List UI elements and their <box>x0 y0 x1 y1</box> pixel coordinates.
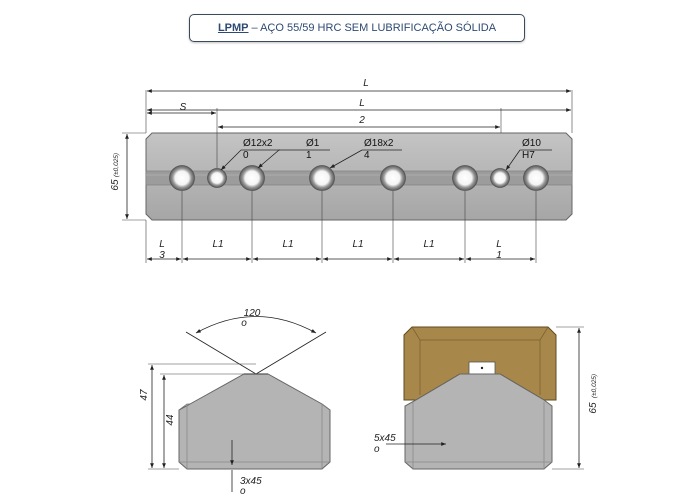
dim-2: 2 <box>358 115 365 126</box>
dim-L-right-top: L <box>496 239 502 250</box>
dim-height-right: 65 <box>588 402 599 414</box>
dim-L1: L1 <box>423 239 434 250</box>
dim-L3-bottom: 3 <box>159 250 165 261</box>
svg-text:Ø1: Ø1 <box>306 138 320 149</box>
hole <box>380 165 406 191</box>
dim-L-overall: L <box>363 78 369 89</box>
callout-hole-18: Ø18x2 4 <box>329 138 402 169</box>
hole <box>452 165 478 191</box>
title-box: LPMP – AÇO 55/59 HRC SEM LUBRIFICAÇÃO SÓ… <box>189 14 525 42</box>
dim-47: 47 <box>139 389 150 401</box>
chamfer-5x45: 5x45 <box>374 433 396 444</box>
hole <box>239 165 265 191</box>
side-view-right: 5x45 o 65 (±0,025) <box>374 326 599 470</box>
callout-hole-1: Ø1 1 <box>257 138 330 169</box>
title-code: LPMP <box>217 22 249 34</box>
dim-height-right-tol: (±0,025) <box>591 374 598 398</box>
chamfer-unit: o <box>374 444 380 455</box>
hole-small <box>490 168 510 188</box>
dim-L-inner: L <box>359 98 365 109</box>
chamfer-3x45: 3x45 <box>240 476 262 487</box>
hole-small <box>207 168 227 188</box>
svg-text:0: 0 <box>243 150 249 161</box>
profile-body <box>178 373 331 470</box>
angle-value: 120 <box>244 308 261 319</box>
title-text: – AÇO 55/59 HRC SEM LUBRIFICAÇÃO SÓLIDA <box>251 22 497 34</box>
chamfer-unit: o <box>240 486 246 497</box>
hole <box>309 165 335 191</box>
dim-L1: L1 <box>352 239 363 250</box>
callout-hole-12: Ø12x2 0 <box>220 138 280 171</box>
dim-L1: L1 <box>282 239 293 250</box>
hole <box>169 165 195 191</box>
svg-text:H7: H7 <box>522 150 535 161</box>
svg-text:1: 1 <box>306 150 312 161</box>
svg-text:Ø12x2: Ø12x2 <box>243 138 273 149</box>
dim-44: 44 <box>165 414 176 426</box>
top-view: L L S 2 65 (±0,025) Ø12x2 0 Ø1 1 <box>110 78 573 263</box>
svg-text:Ø18x2: Ø18x2 <box>364 138 394 149</box>
svg-text:4: 4 <box>364 150 370 161</box>
dim-L1: L1 <box>212 239 223 250</box>
dim-height: 65 <box>110 179 121 191</box>
hole <box>523 165 549 191</box>
side-view-left: 120 o 47 44 3x45 o <box>139 308 331 497</box>
dim-height-tol: (±0,025) <box>113 153 120 177</box>
callout-hole-10: Ø10 H7 <box>505 138 552 171</box>
dim-L3-top: L <box>159 239 165 250</box>
svg-text:Ø10: Ø10 <box>522 138 541 149</box>
dim-L-right-bottom: 1 <box>496 250 502 261</box>
angle-unit: o <box>241 318 247 329</box>
dim-S: S <box>180 102 187 113</box>
